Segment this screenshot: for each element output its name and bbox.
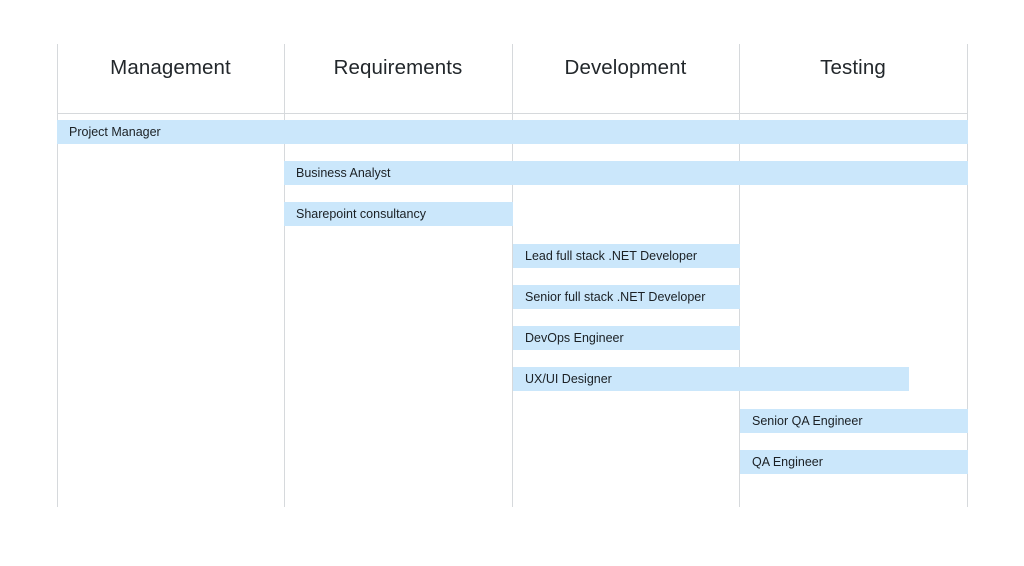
task-bar-label: DevOps Engineer — [525, 330, 624, 345]
grid-line-0 — [57, 44, 58, 507]
task-bar[interactable]: Business Analyst — [284, 161, 968, 185]
task-bar-label: UX/UI Designer — [525, 371, 612, 386]
task-bar[interactable]: Lead full stack .NET Developer — [513, 244, 740, 268]
column-header-requirements: Requirements — [333, 56, 463, 79]
task-bar-label: Sharepoint consultancy — [296, 206, 426, 221]
task-bar[interactable]: UX/UI Designer — [513, 367, 909, 391]
grid-line-3 — [739, 44, 740, 507]
column-header-development: Development — [564, 56, 687, 79]
task-bar[interactable]: Senior full stack .NET Developer — [513, 285, 740, 309]
column-header-management: Management — [110, 56, 231, 79]
task-bar[interactable]: Project Manager — [57, 120, 968, 144]
task-bar-label: QA Engineer — [752, 454, 823, 469]
task-bar[interactable]: Senior QA Engineer — [740, 409, 968, 433]
task-bar[interactable]: QA Engineer — [740, 450, 968, 474]
task-bar-label: Lead full stack .NET Developer — [525, 248, 698, 263]
column-header-band: Management Requirements Development Test… — [57, 44, 968, 114]
task-bar-label: Business Analyst — [296, 165, 391, 180]
task-bar[interactable]: DevOps Engineer — [513, 326, 740, 350]
grid-line-1 — [284, 44, 285, 507]
task-bar-label: Senior full stack .NET Developer — [525, 289, 706, 304]
grid-line-4 — [967, 44, 968, 507]
task-bar-label: Senior QA Engineer — [752, 413, 863, 428]
task-bar[interactable]: Sharepoint consultancy — [284, 202, 513, 226]
task-bar-label: Project Manager — [69, 124, 161, 139]
grid-line-2 — [512, 44, 513, 507]
column-header-testing: Testing — [820, 56, 886, 79]
